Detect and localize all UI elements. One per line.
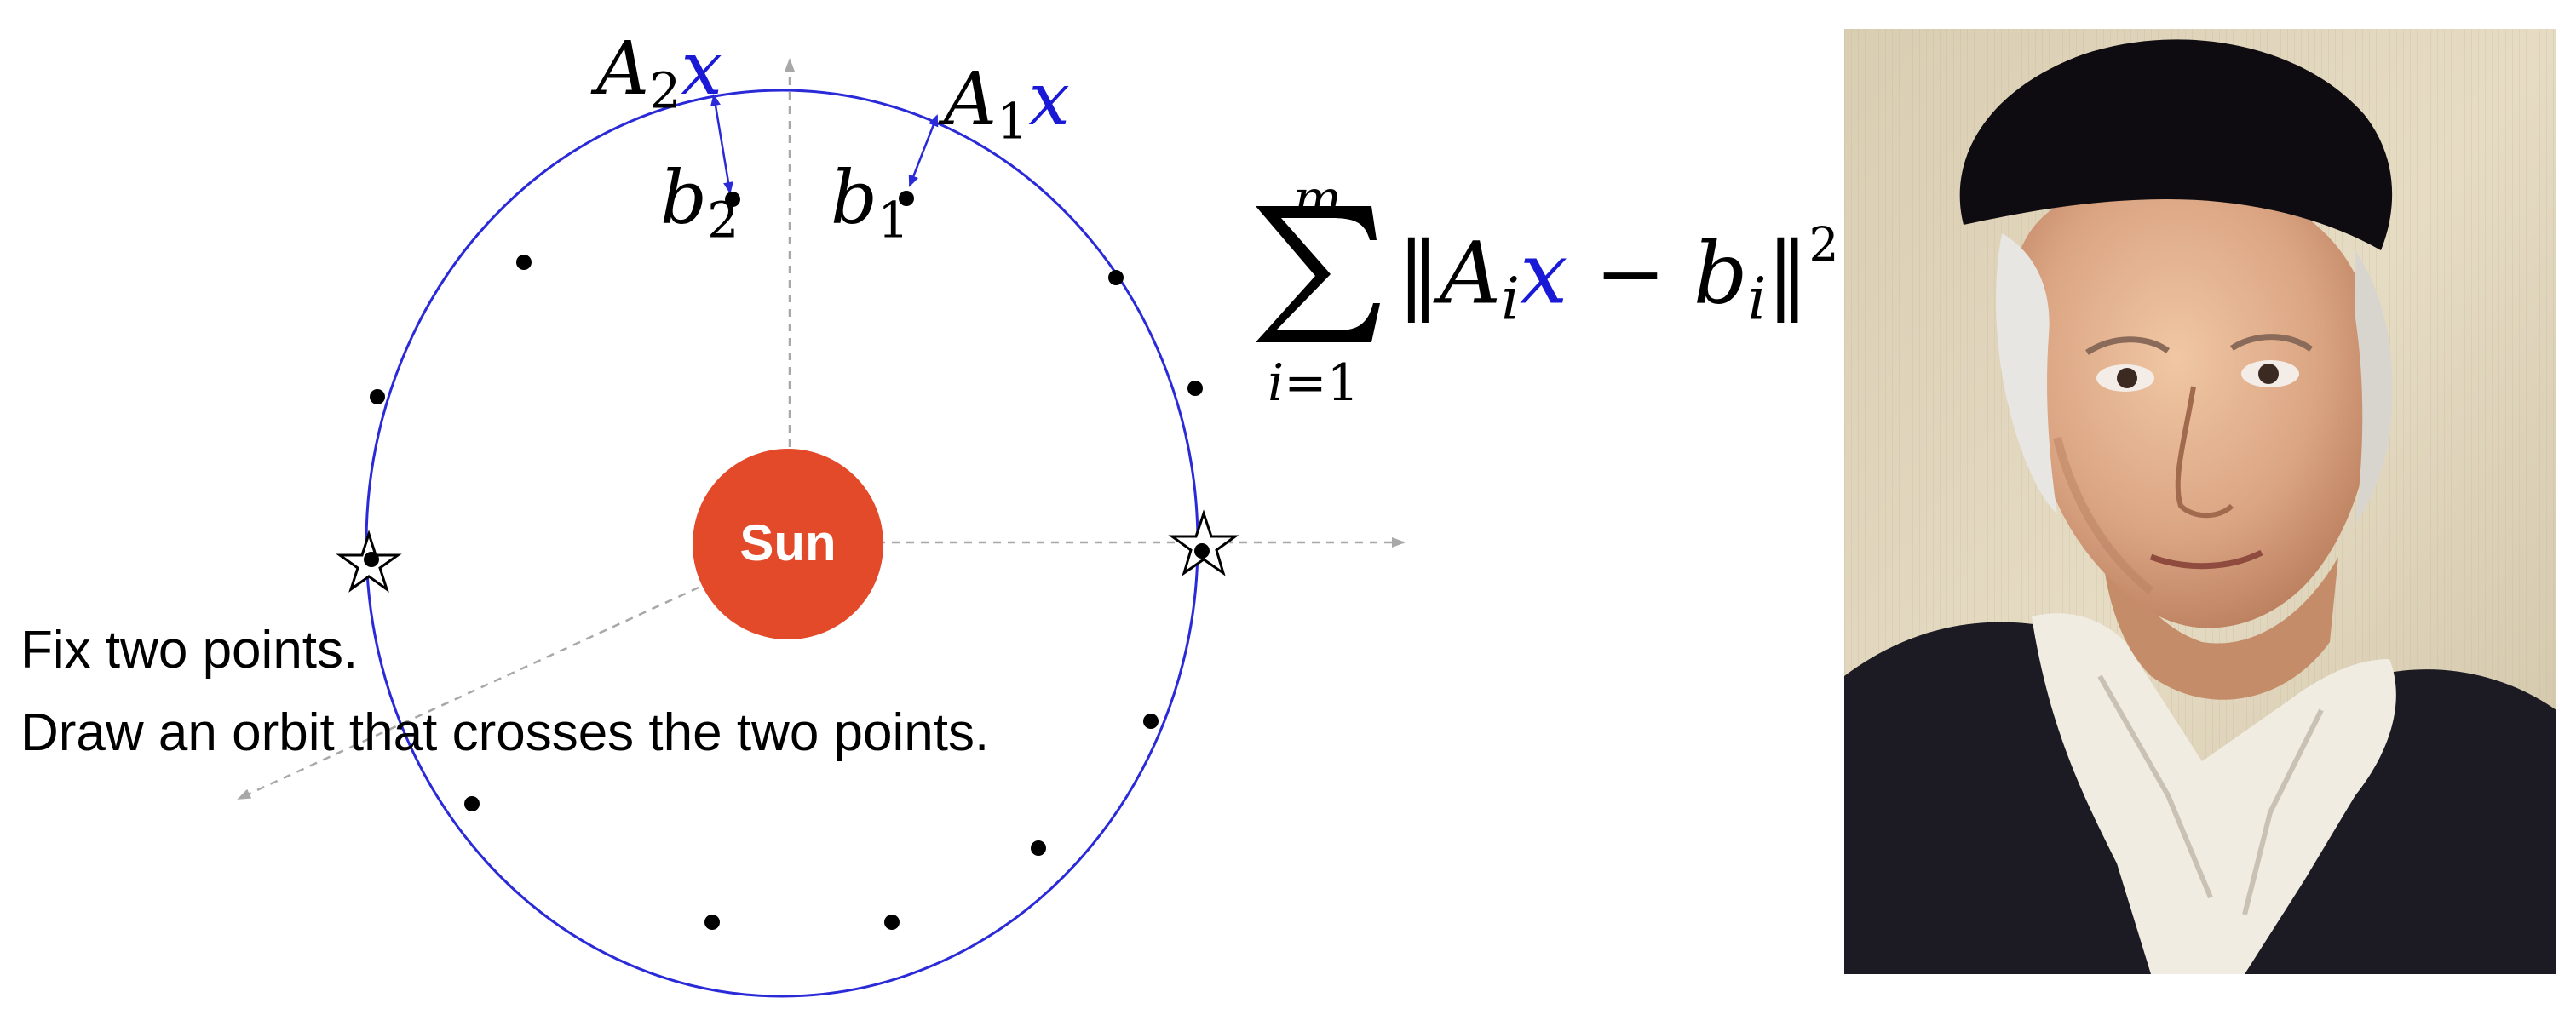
label-a2x-sub: 2 [649, 61, 681, 120]
norm-open: ‖ [1397, 223, 1440, 324]
observation-point [1031, 840, 1046, 856]
label-a1x-op: A [944, 57, 998, 142]
observation-point [1194, 543, 1210, 559]
observation-point [1108, 270, 1124, 285]
sun-label: Sun [739, 514, 836, 571]
observation-point [704, 915, 720, 930]
label-b2-base: b [660, 156, 708, 241]
portrait-collar [2032, 613, 2396, 974]
caption-line-1: Fix two points. [20, 621, 359, 680]
label-b1-base: b [831, 156, 878, 241]
sigma-symbol [1256, 206, 1380, 342]
fixed-point-star-right [1168, 509, 1239, 576]
formula-op: A [1440, 223, 1502, 324]
label-a2x-var: x [681, 26, 722, 112]
sum-lower-var: i [1268, 353, 1285, 413]
label-a1x-var: x [1028, 57, 1070, 142]
label-b1: b1 [831, 162, 909, 245]
label-a2x: A2x [596, 32, 722, 116]
norm-close: ‖ [1766, 223, 1809, 324]
formula-base: b [1693, 223, 1748, 324]
label-a1x-sub: 1 [997, 92, 1029, 151]
observation-points [364, 191, 1210, 930]
sum-lower-rest: =1 [1284, 353, 1360, 413]
observation-point [899, 191, 914, 206]
observation-point [516, 255, 532, 270]
sun [693, 449, 883, 639]
portrait-image [1844, 29, 2556, 974]
portrait-cap [1959, 39, 2393, 251]
observation-point [464, 796, 480, 811]
label-b2-sub: 2 [707, 191, 739, 249]
formula-op-sub: i [1501, 266, 1520, 334]
label-b1-sub: 1 [877, 191, 910, 249]
label-a1x: A1x [944, 63, 1070, 146]
caption-line-2: Draw an orbit that crosses the two point… [20, 703, 990, 762]
residual-arrow-1 [908, 114, 939, 187]
residual-arrow-2 [710, 94, 733, 194]
observation-point [1187, 381, 1203, 396]
label-a2x-op: A [596, 26, 650, 112]
observation-point [725, 192, 740, 207]
label-b2: b2 [660, 162, 739, 245]
formula-var: x [1519, 223, 1568, 324]
formula-power: 2 [1808, 217, 1839, 272]
observation-point [1143, 714, 1159, 729]
observation-point [884, 915, 900, 930]
formula-base-sub: i [1747, 266, 1767, 334]
formula-minus: − [1567, 223, 1693, 324]
sum-body: ‖Aix − bi‖2 [1397, 221, 1839, 330]
z-axis [237, 586, 699, 800]
portrait-hair [1996, 233, 2057, 514]
portrait-face [2015, 177, 2375, 628]
observation-point [364, 552, 379, 567]
sum-lower-limit: i=1 [1268, 358, 1360, 409]
observation-point [370, 389, 385, 404]
